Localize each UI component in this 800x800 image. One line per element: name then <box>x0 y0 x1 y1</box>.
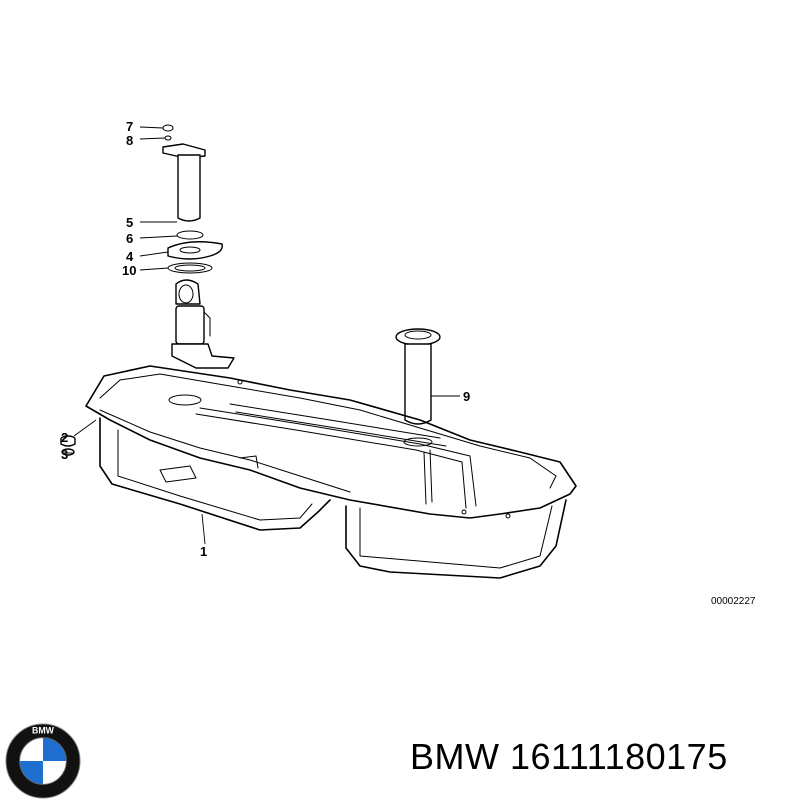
brand-name: BMW <box>410 736 500 777</box>
tank-body-left <box>99 417 331 531</box>
pump-bracket <box>171 343 235 369</box>
lock-ring-part-4 <box>167 241 223 260</box>
callout-9: 9 <box>463 389 470 404</box>
gasket-part-7 <box>162 124 174 132</box>
fuel-pump-assembly <box>162 124 235 369</box>
callout-8: 8 <box>126 133 133 148</box>
callout-2: 2 <box>61 430 68 445</box>
callout-5: 5 <box>126 215 133 230</box>
callout-1: 1 <box>200 544 207 559</box>
callouts: 7 8 5 6 4 10 9 2 3 1 <box>61 119 470 559</box>
part-number: 16111180175 <box>510 736 728 777</box>
svg-text:BMW: BMW <box>32 726 55 736</box>
callout-3: 3 <box>61 447 68 462</box>
callout-10: 10 <box>122 263 136 278</box>
part-caption: BMW 16111180175 <box>410 736 728 778</box>
leader-lines <box>62 126 460 545</box>
seal-ring-part-6 <box>176 230 204 240</box>
pump-body <box>175 305 205 345</box>
pump-tube-part-5 <box>177 154 201 222</box>
level-sender-part-9 <box>395 328 441 425</box>
diagram-reference-number: 00002227 <box>711 596 756 607</box>
fuel-tank-part-1 <box>85 365 577 579</box>
tank-body-right <box>345 499 567 579</box>
rubber-mount-parts-2-3 <box>60 435 76 456</box>
callout-7: 7 <box>126 119 133 134</box>
tank-flange <box>85 365 577 519</box>
bmw-logo: BMW <box>5 723 81 799</box>
callout-4: 4 <box>126 249 134 264</box>
callout-6: 6 <box>126 231 133 246</box>
washer-part-8 <box>164 135 172 141</box>
